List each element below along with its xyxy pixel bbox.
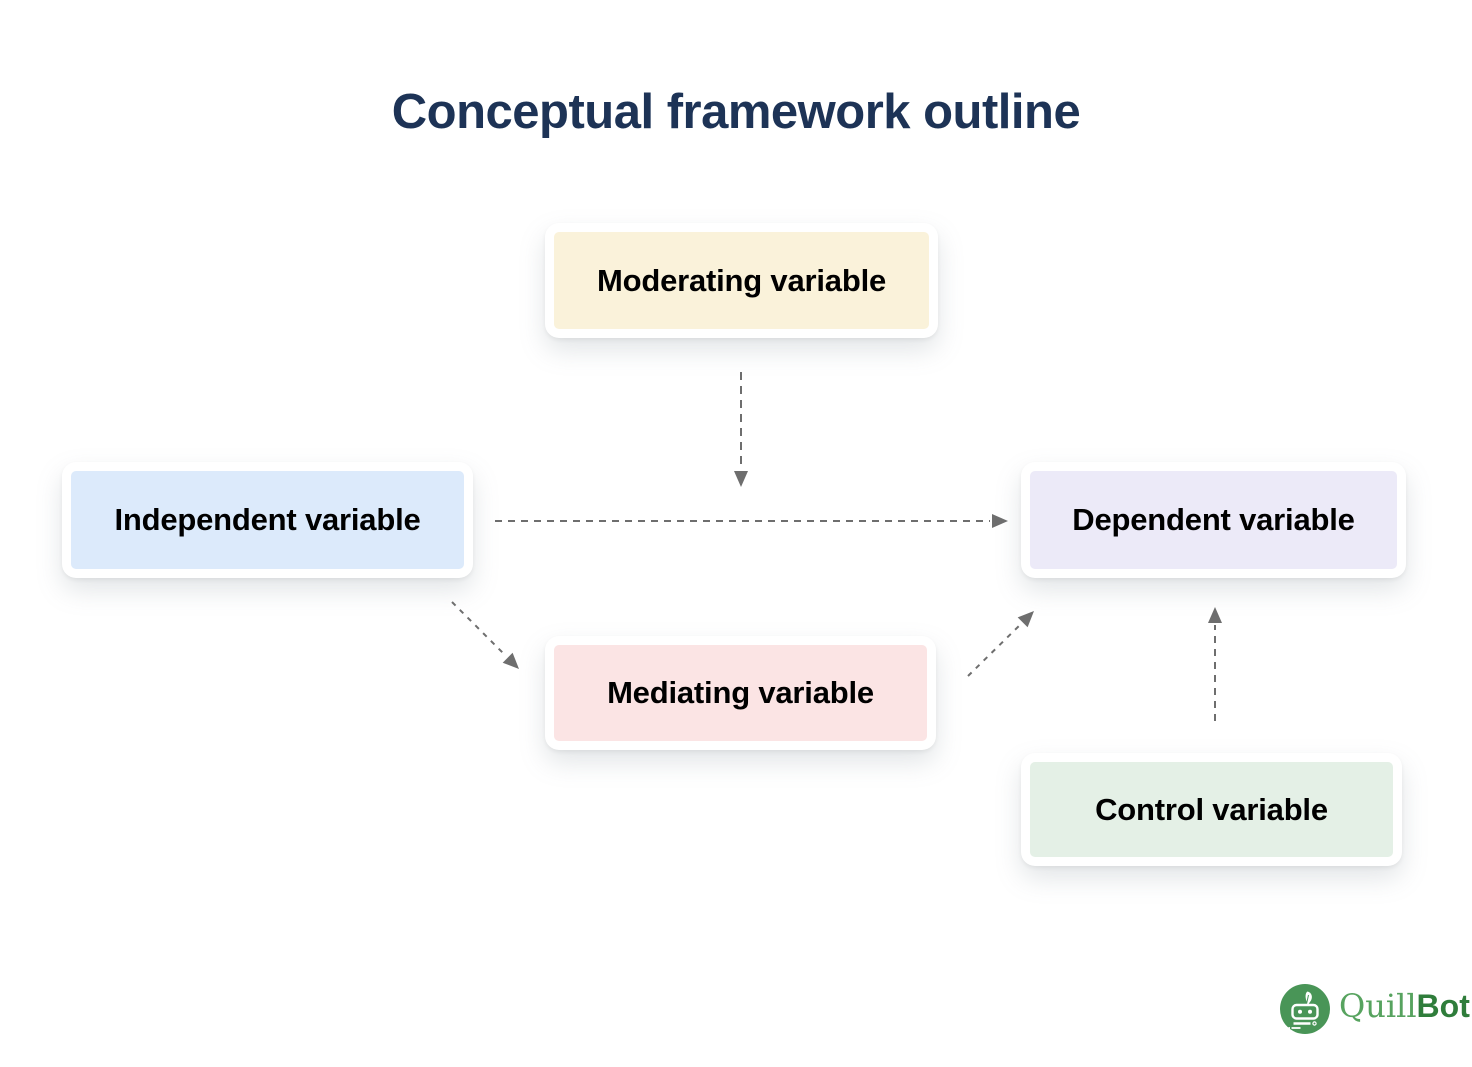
quillbot-wordmark-bot: Bot	[1416, 988, 1470, 1024]
node-control-variable: Control variable	[1021, 753, 1402, 866]
arrowhead-mediating-to-dependent-icon	[1017, 611, 1034, 628]
node-independent-variable: Independent variable	[62, 462, 473, 578]
node-moderating-variable-label: Moderating variable	[554, 232, 929, 329]
node-dependent-variable: Dependent variable	[1021, 462, 1406, 578]
quillbot-wordmark-quill: Quill	[1339, 987, 1417, 1025]
node-dependent-variable-label: Dependent variable	[1030, 471, 1397, 569]
arrowhead-moderating-down-icon	[734, 471, 748, 487]
arrowhead-to-mediating-icon	[502, 652, 519, 669]
node-control-variable-label: Control variable	[1030, 762, 1393, 857]
edge-independent-to-mediating	[451, 601, 507, 657]
node-mediating-variable: Mediating variable	[545, 636, 936, 750]
node-mediating-variable-label: Mediating variable	[554, 645, 927, 741]
node-independent-variable-label: Independent variable	[71, 471, 464, 569]
node-moderating-variable: Moderating variable	[545, 223, 938, 338]
quillbot-robot-icon	[1280, 984, 1330, 1034]
arrowhead-independent-right-icon	[992, 514, 1008, 528]
arrowhead-control-up-icon	[1208, 607, 1222, 623]
page-title: Conceptual framework outline	[391, 85, 1081, 139]
edge-mediating-to-dependent	[967, 620, 1025, 677]
